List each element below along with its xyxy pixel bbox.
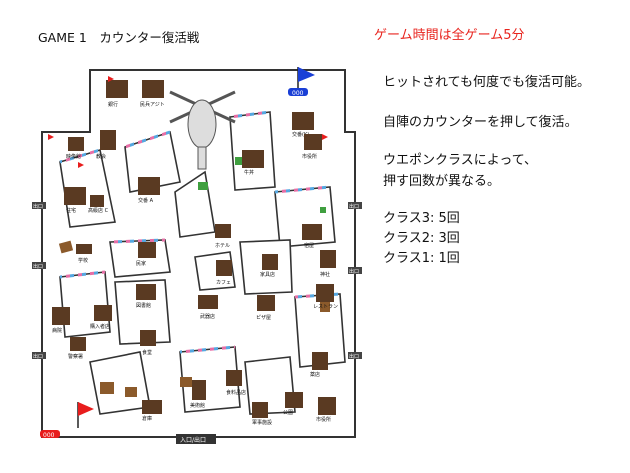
svg-text:神社: 神社 xyxy=(320,271,330,278)
svg-text:購入者店: 購入者店 xyxy=(90,323,110,330)
building-sake-icon: 食堂 xyxy=(140,330,156,356)
svg-text:000: 000 xyxy=(292,90,304,97)
svg-text:出口: 出口 xyxy=(349,268,359,275)
svg-text:図書館: 図書館 xyxy=(136,302,151,309)
building-drug-icon: 薬店 xyxy=(310,352,328,378)
svg-text:教会: 教会 xyxy=(96,153,106,160)
rule-class2: クラス2: 3回 xyxy=(383,231,460,246)
building-furniture-icon: 家具店 xyxy=(260,254,278,278)
svg-text:市役所: 市役所 xyxy=(302,153,317,160)
block-south-east xyxy=(244,356,296,415)
building-bank-icon: 銀行 xyxy=(106,80,128,108)
block-south-west xyxy=(89,351,151,415)
building-classroom-icon: 高級店 C xyxy=(88,195,109,214)
svg-text:食堂: 食堂 xyxy=(142,349,152,356)
entrance-gate: 入口/出口 xyxy=(176,434,216,444)
svg-text:銀行: 銀行 xyxy=(108,101,118,108)
svg-text:民兵アジト: 民兵アジト xyxy=(140,101,165,108)
building-clinic-icon: 病院 xyxy=(52,307,70,334)
building-church-icon: 教会 xyxy=(96,130,116,160)
block-central-lower xyxy=(114,279,171,345)
building-mountain-icon: 公園 xyxy=(283,392,303,416)
svg-text:000: 000 xyxy=(43,432,55,439)
rule-revive: ヒットされても何度でも復活可能。 xyxy=(383,75,590,90)
svg-text:交番(K): 交番(K) xyxy=(292,131,309,138)
rule-weapon-line2: 押す回数が異なる。 xyxy=(383,174,501,189)
svg-text:映像館: 映像館 xyxy=(66,153,81,160)
building-militia-icon: 民兵アジト xyxy=(140,80,165,108)
svg-text:カフェ: カフェ xyxy=(216,280,231,286)
svg-text:出口: 出口 xyxy=(33,203,43,210)
svg-text:ホテル: ホテル xyxy=(215,243,230,249)
svg-text:学校: 学校 xyxy=(78,257,88,264)
building-temple-icon: 神社 xyxy=(320,250,336,278)
building-house-icon: 交番 A xyxy=(138,177,160,204)
svg-text:交番 A: 交番 A xyxy=(138,197,154,204)
svg-text:高級店 C: 高級店 C xyxy=(88,207,109,214)
building-gunshop-icon: 武器店 xyxy=(198,295,218,320)
svg-text:美術館: 美術館 xyxy=(190,402,205,409)
svg-text:出口: 出口 xyxy=(33,263,43,270)
building-inn-icon: 宿屋 xyxy=(302,224,322,249)
svg-text:病院: 病院 xyxy=(52,327,62,334)
svg-text:軍事施設: 軍事施設 xyxy=(252,419,272,426)
red-flag-icon xyxy=(77,402,94,428)
building-school-icon: 住宅 xyxy=(64,187,86,214)
svg-text:倉庫: 倉庫 xyxy=(142,415,152,422)
building-castle-icon: 市役所 xyxy=(316,397,336,423)
building-restaurant2-icon: レストラン xyxy=(313,284,338,310)
building-hotel-icon: ホテル xyxy=(215,224,231,249)
svg-text:入口/出口: 入口/出口 xyxy=(180,436,206,444)
outer-wall xyxy=(41,69,356,438)
rule-class3: クラス3: 5回 xyxy=(383,211,460,226)
svg-text:宿屋: 宿屋 xyxy=(304,242,314,249)
building-boat-icon: 学校 xyxy=(76,244,92,264)
rule-counter: 自陣のカウンターを押して復活。 xyxy=(383,115,578,130)
svg-text:ピザ屋: ピザ屋 xyxy=(256,315,271,321)
svg-text:警察署: 警察署 xyxy=(68,353,83,360)
building-jail-icon: 軍事施設 xyxy=(252,402,272,426)
map-buildings: 銀行 民兵アジト 交番(K) 教会 映像館 市役所 牛丼 交番 A 住宅 高級店… xyxy=(52,80,338,426)
page-title: GAME 1 カウンター復活戦 xyxy=(38,30,200,45)
building-police2-icon: 警察署 xyxy=(68,337,86,360)
building-police-icon: 交番(K) xyxy=(292,112,314,138)
svg-text:住宅: 住宅 xyxy=(66,207,76,214)
building-library-icon: 図書館 xyxy=(136,284,156,309)
svg-text:出口: 出口 xyxy=(349,203,359,210)
building-warehouse-icon: 倉庫 xyxy=(142,400,162,422)
building-museum-icon: 美術館 xyxy=(190,380,206,409)
counter-bottom: 000 xyxy=(40,430,60,439)
svg-text:出口: 出口 xyxy=(349,353,359,360)
building-dept-icon: 購入者店 xyxy=(90,305,112,330)
field-map: 銀行 民兵アジト 交番(K) 教会 映像館 市役所 牛丼 交番 A 住宅 高級店… xyxy=(32,67,362,444)
rule-class1: クラス1: 1回 xyxy=(383,251,460,266)
svg-text:公園: 公園 xyxy=(283,410,293,416)
svg-text:薬店: 薬店 xyxy=(310,371,320,378)
svg-text:民家: 民家 xyxy=(136,260,146,267)
building-shrine-icon: 民家 xyxy=(136,242,156,267)
building-cityhall-icon: 市役所 xyxy=(302,134,322,160)
svg-text:牛丼: 牛丼 xyxy=(244,169,254,176)
counter-top: 000 xyxy=(288,88,308,97)
building-restaurant-icon: 牛丼 xyxy=(242,150,264,176)
blue-flag-icon xyxy=(297,67,315,92)
building-cafe-icon: カフェ xyxy=(216,260,232,286)
building-bar-icon: ピザ屋 xyxy=(256,295,275,321)
building-shop-icon: 食料品店 xyxy=(226,370,246,396)
game-time-note: ゲーム時間は全ゲーム5分 xyxy=(374,28,525,43)
svg-text:武器店: 武器店 xyxy=(200,313,215,320)
rule-weapon-line1: ウエポンクラスによって、 xyxy=(383,153,538,168)
svg-text:市役所: 市役所 xyxy=(316,416,331,423)
building-theater-icon: 映像館 xyxy=(66,137,84,160)
svg-text:レストラン: レストラン xyxy=(313,304,338,310)
svg-text:出口: 出口 xyxy=(33,353,43,360)
svg-text:家具店: 家具店 xyxy=(260,271,275,278)
svg-text:食料品店: 食料品店 xyxy=(226,389,246,396)
helicopter-icon xyxy=(169,90,236,170)
